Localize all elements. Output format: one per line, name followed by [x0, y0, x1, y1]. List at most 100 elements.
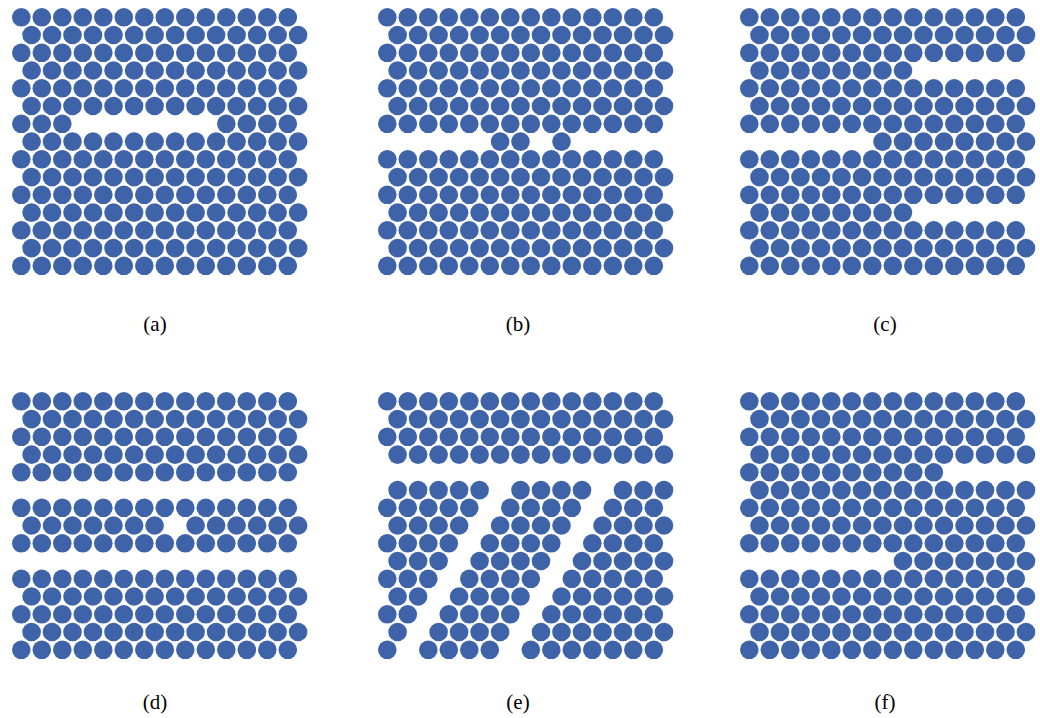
dielectric-rod: [832, 61, 851, 80]
dielectric-rod: [43, 445, 62, 464]
dielectric-rod: [1017, 132, 1036, 151]
dielectric-rod: [904, 428, 923, 447]
dielectric-rod: [655, 516, 674, 535]
dielectric-rod: [268, 132, 287, 151]
dielectric-rod: [156, 186, 175, 205]
dielectric-rod: [450, 623, 469, 642]
dielectric-rod: [388, 239, 407, 258]
dielectric-rod: [593, 552, 612, 571]
dielectric-rod: [227, 623, 246, 642]
dielectric-rod: [470, 410, 489, 429]
dielectric-rod: [873, 61, 892, 80]
lattice-panel: [740, 8, 1035, 275]
dielectric-rod: [12, 392, 31, 411]
dielectric-rod: [904, 186, 923, 205]
dielectric-rod: [156, 570, 175, 589]
dielectric-rod: [955, 552, 974, 571]
dielectric-rod: [511, 132, 530, 151]
dielectric-rod: [166, 410, 185, 429]
dielectric-rod: [450, 516, 469, 535]
dielectric-rod: [156, 428, 175, 447]
dielectric-rod: [884, 221, 903, 240]
dielectric-rod: [976, 168, 995, 187]
dielectric-rod: [460, 428, 479, 447]
dielectric-rod: [135, 257, 154, 276]
dielectric-rod: [802, 392, 821, 411]
dielectric-rod: [955, 26, 974, 45]
dielectric-rod: [771, 445, 790, 464]
dielectric-rod: [409, 445, 428, 464]
dielectric-rod: [378, 79, 397, 98]
dielectric-rod: [22, 203, 41, 222]
dielectric-rod: [1017, 623, 1036, 642]
dielectric-rod: [197, 8, 216, 27]
dielectric-rod: [955, 410, 974, 429]
dielectric-rod: [781, 463, 800, 482]
dielectric-rod: [832, 97, 851, 116]
dielectric-rod: [1007, 44, 1026, 63]
dielectric-rod: [894, 203, 913, 222]
dielectric-rod: [94, 570, 113, 589]
dielectric-rod: [289, 516, 308, 535]
dielectric-rod: [268, 587, 287, 606]
dielectric-rod: [74, 221, 93, 240]
dielectric-rod: [614, 552, 633, 571]
dielectric-rod: [166, 132, 185, 151]
dielectric-rod: [986, 8, 1005, 27]
dielectric-rod: [583, 534, 602, 553]
dielectric-rod: [450, 168, 469, 187]
dielectric-rod: [511, 516, 530, 535]
dielectric-rod: [604, 115, 623, 134]
dielectric-rod: [604, 605, 623, 624]
dielectric-rod: [378, 115, 397, 134]
dielectric-rod: [429, 203, 448, 222]
dielectric-rod: [258, 428, 277, 447]
dielectric-rod: [771, 587, 790, 606]
dielectric-rod: [388, 552, 407, 571]
dielectric-rod: [33, 257, 52, 276]
dielectric-rod: [63, 97, 82, 116]
dielectric-rod: [115, 605, 134, 624]
dielectric-rod: [207, 168, 226, 187]
dielectric-rod: [781, 605, 800, 624]
dielectric-rod: [145, 26, 164, 45]
dielectric-rod: [419, 150, 438, 169]
dielectric-rod: [822, 221, 841, 240]
dielectric-rod: [429, 516, 448, 535]
dielectric-rod: [925, 221, 944, 240]
dielectric-rod: [501, 392, 520, 411]
dielectric-rod: [166, 97, 185, 116]
dielectric-rod: [268, 516, 287, 535]
dielectric-rod: [186, 516, 205, 535]
dielectric-rod: [996, 481, 1015, 500]
dielectric-rod: [481, 570, 500, 589]
dielectric-rod: [996, 445, 1015, 464]
dielectric-rod: [955, 623, 974, 642]
dielectric-rod: [258, 392, 277, 411]
dielectric-rod: [115, 150, 134, 169]
dielectric-rod: [945, 499, 964, 518]
dielectric-rod: [145, 410, 164, 429]
dielectric-rod: [186, 239, 205, 258]
dielectric-rod: [481, 150, 500, 169]
dielectric-rod: [440, 115, 459, 134]
dielectric-rod: [440, 257, 459, 276]
dielectric-rod: [624, 115, 643, 134]
dielectric-rod: [522, 570, 541, 589]
dielectric-rod: [145, 97, 164, 116]
dielectric-rod: [604, 392, 623, 411]
dielectric-rod: [197, 605, 216, 624]
dielectric-rod: [217, 570, 236, 589]
dielectric-rod: [186, 168, 205, 187]
dielectric-rod: [94, 392, 113, 411]
dielectric-rod: [563, 428, 582, 447]
dielectric-rod: [873, 587, 892, 606]
dielectric-rod: [279, 392, 298, 411]
dielectric-rod: [573, 239, 592, 258]
dielectric-rod: [268, 26, 287, 45]
dielectric-rod: [135, 392, 154, 411]
dielectric-rod: [542, 392, 561, 411]
dielectric-rod: [655, 552, 674, 571]
dielectric-rod: [925, 499, 944, 518]
dielectric-rod: [460, 186, 479, 205]
